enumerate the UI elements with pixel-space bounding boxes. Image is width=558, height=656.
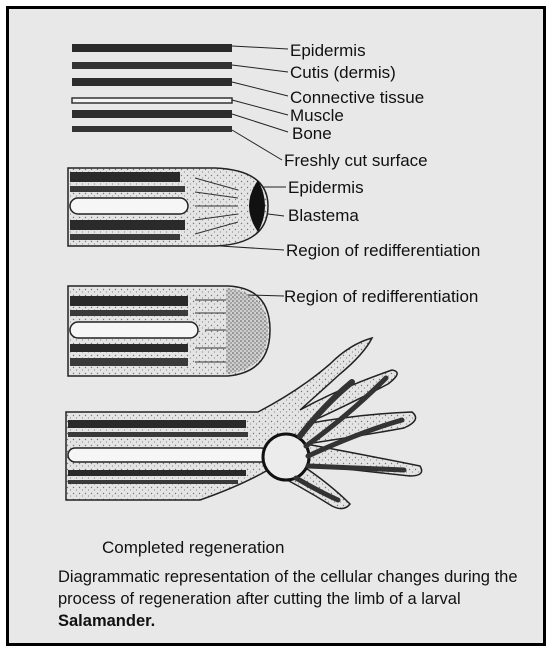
connective-layer	[72, 78, 232, 86]
caption-text: Diagrammatic representation of the cellu…	[58, 568, 518, 608]
cutis-layer	[72, 62, 232, 69]
label-epidermis: Epidermis	[290, 41, 366, 60]
lower-layer	[72, 126, 232, 132]
caption-bold: Salamander.	[58, 612, 155, 630]
stage3-limb	[68, 286, 270, 376]
label-cut-surface: Freshly cut surface	[284, 151, 428, 170]
bone-layer	[72, 98, 232, 103]
stage2-limb	[68, 168, 268, 246]
label-epidermis-2: Epidermis	[288, 178, 364, 197]
stage1-limb	[72, 44, 232, 132]
label-muscle: Muscle	[290, 106, 344, 125]
carpal-joint	[263, 434, 309, 480]
label-connective-tissue: Connective tissue	[290, 88, 424, 107]
label-redifferentiation-3: Region of redifferentiation	[284, 287, 478, 306]
label-bone: Bone	[292, 124, 332, 143]
stage1-leaders	[232, 46, 288, 160]
label-redifferentiation-2: Region of redifferentiation	[286, 241, 480, 260]
label-completed-regeneration: Completed regeneration	[102, 538, 284, 558]
muscle-layer	[72, 110, 232, 118]
figure-caption: Diagrammatic representation of the cellu…	[58, 566, 538, 632]
epidermis-layer	[72, 44, 232, 52]
label-cutis: Cutis (dermis)	[290, 63, 396, 82]
label-blastema: Blastema	[288, 206, 359, 225]
